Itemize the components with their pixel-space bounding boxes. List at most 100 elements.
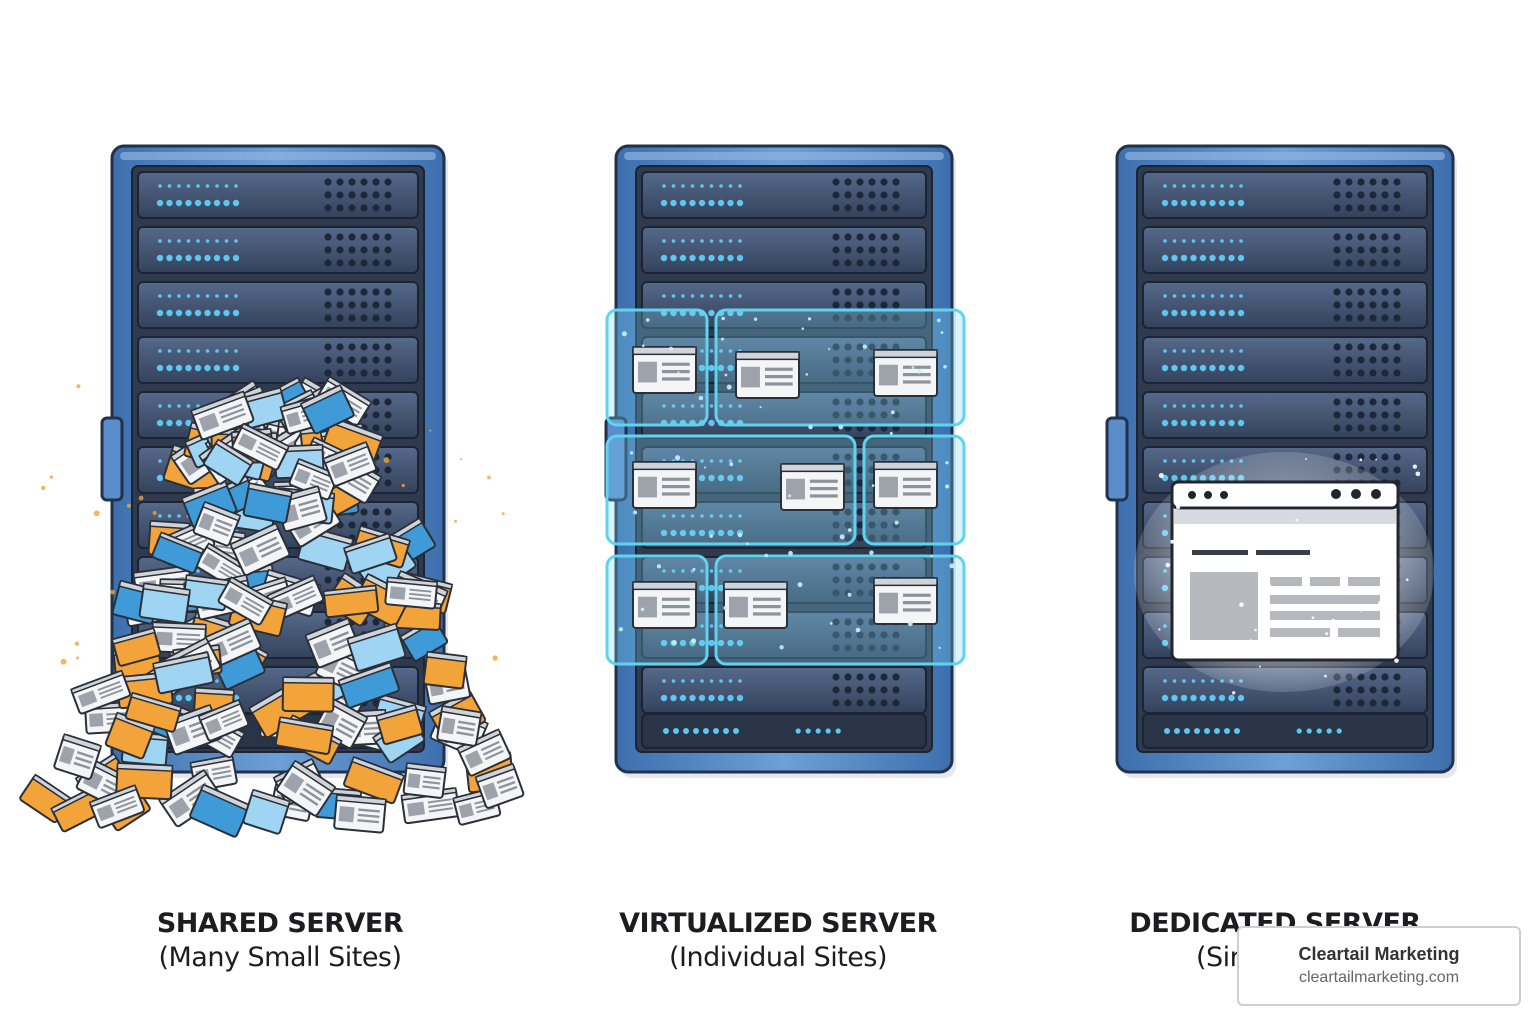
vent-dot bbox=[1369, 673, 1377, 681]
rack-handle bbox=[100, 416, 124, 502]
sparkle bbox=[1387, 639, 1392, 645]
status-led bbox=[681, 679, 685, 683]
site-image bbox=[205, 718, 222, 735]
vent-dot bbox=[324, 576, 332, 584]
status-led bbox=[709, 569, 714, 573]
vent-dot bbox=[868, 699, 876, 707]
sparkle bbox=[460, 458, 463, 461]
sparkle bbox=[1165, 562, 1171, 568]
site-text-line bbox=[230, 639, 254, 652]
server-unit bbox=[1142, 391, 1428, 439]
vent-dot bbox=[868, 259, 876, 267]
vent-dot bbox=[844, 534, 852, 542]
sparkle bbox=[911, 366, 915, 369]
status-led bbox=[689, 694, 696, 702]
site-image bbox=[330, 461, 348, 479]
vent-dot bbox=[348, 301, 356, 309]
sparkle bbox=[1387, 551, 1390, 554]
sparkle bbox=[1175, 594, 1179, 598]
vent-dot bbox=[868, 644, 876, 652]
text-line bbox=[1310, 577, 1340, 586]
vent-dot bbox=[844, 618, 852, 626]
sparkle bbox=[60, 658, 67, 665]
vent-dot bbox=[1381, 288, 1389, 296]
nav-bar bbox=[1174, 510, 1396, 524]
vent-dot bbox=[360, 259, 368, 267]
site-titlebar bbox=[278, 716, 335, 732]
status-led bbox=[1172, 239, 1177, 243]
vent-dot bbox=[844, 204, 852, 212]
status-led bbox=[1180, 364, 1188, 372]
site-text-line bbox=[117, 804, 138, 814]
site-titlebar bbox=[780, 463, 845, 473]
vent-dot bbox=[892, 191, 900, 199]
window-dot bbox=[1220, 491, 1228, 499]
vent-dot bbox=[336, 288, 344, 296]
status-led bbox=[156, 254, 164, 262]
site-titlebar bbox=[116, 762, 174, 772]
site-image bbox=[786, 478, 805, 500]
site-titlebar bbox=[335, 794, 387, 806]
vent-dot bbox=[384, 259, 392, 267]
vent-dot bbox=[336, 259, 344, 267]
site-titlebar bbox=[180, 480, 228, 505]
vent-dot bbox=[832, 686, 840, 694]
vent-dot bbox=[844, 398, 852, 406]
site-text-line bbox=[409, 592, 432, 597]
site-image bbox=[879, 592, 898, 614]
status-led bbox=[156, 474, 164, 482]
status-led bbox=[1220, 404, 1224, 408]
vent-dot bbox=[1369, 466, 1377, 474]
vent-dot bbox=[1333, 369, 1341, 377]
status-led bbox=[717, 364, 725, 372]
status-led bbox=[1171, 419, 1178, 427]
sparkle bbox=[788, 550, 793, 556]
vent-dot bbox=[856, 343, 864, 351]
site-text-line bbox=[100, 688, 124, 699]
sparkle bbox=[723, 605, 728, 610]
vent-dot bbox=[1345, 686, 1353, 694]
status-led bbox=[698, 584, 706, 592]
heading-line bbox=[1256, 550, 1310, 555]
site-text-line bbox=[902, 608, 931, 612]
vent-dot bbox=[856, 411, 864, 419]
site-text-line bbox=[113, 795, 135, 806]
status-led bbox=[1209, 419, 1216, 427]
status-led bbox=[660, 529, 668, 537]
status-led bbox=[727, 529, 734, 537]
status-led bbox=[709, 679, 714, 683]
vent-dot bbox=[892, 301, 900, 309]
site-titlebar bbox=[873, 461, 938, 471]
status-led bbox=[709, 349, 714, 353]
site-text-line bbox=[661, 612, 690, 616]
status-led bbox=[1326, 728, 1332, 734]
image-block bbox=[1190, 572, 1258, 640]
vent-dot bbox=[868, 534, 876, 542]
vent-dot bbox=[1345, 398, 1353, 406]
status-led bbox=[1239, 184, 1243, 188]
site-text-line bbox=[752, 612, 781, 616]
status-led bbox=[215, 239, 219, 243]
vent-dot bbox=[1357, 233, 1365, 241]
status-led bbox=[194, 364, 202, 372]
status-led bbox=[1234, 728, 1240, 734]
status-led bbox=[1164, 728, 1170, 734]
status-led bbox=[158, 184, 162, 188]
site-text-line bbox=[222, 714, 241, 724]
vent-dot bbox=[892, 288, 900, 296]
site-text-line bbox=[764, 375, 793, 379]
text-line bbox=[1270, 628, 1330, 637]
status-led bbox=[662, 569, 666, 573]
vent-dot bbox=[880, 288, 888, 296]
status-led bbox=[1237, 199, 1245, 207]
sparkle bbox=[1394, 658, 1399, 663]
status-led bbox=[166, 419, 173, 427]
sparkle bbox=[618, 627, 624, 632]
vent-dot bbox=[348, 521, 356, 529]
vent-dot bbox=[892, 343, 900, 351]
status-led bbox=[232, 364, 240, 372]
vent-dot bbox=[880, 453, 888, 461]
sparkle bbox=[871, 484, 875, 488]
vent-dot bbox=[1393, 314, 1401, 322]
